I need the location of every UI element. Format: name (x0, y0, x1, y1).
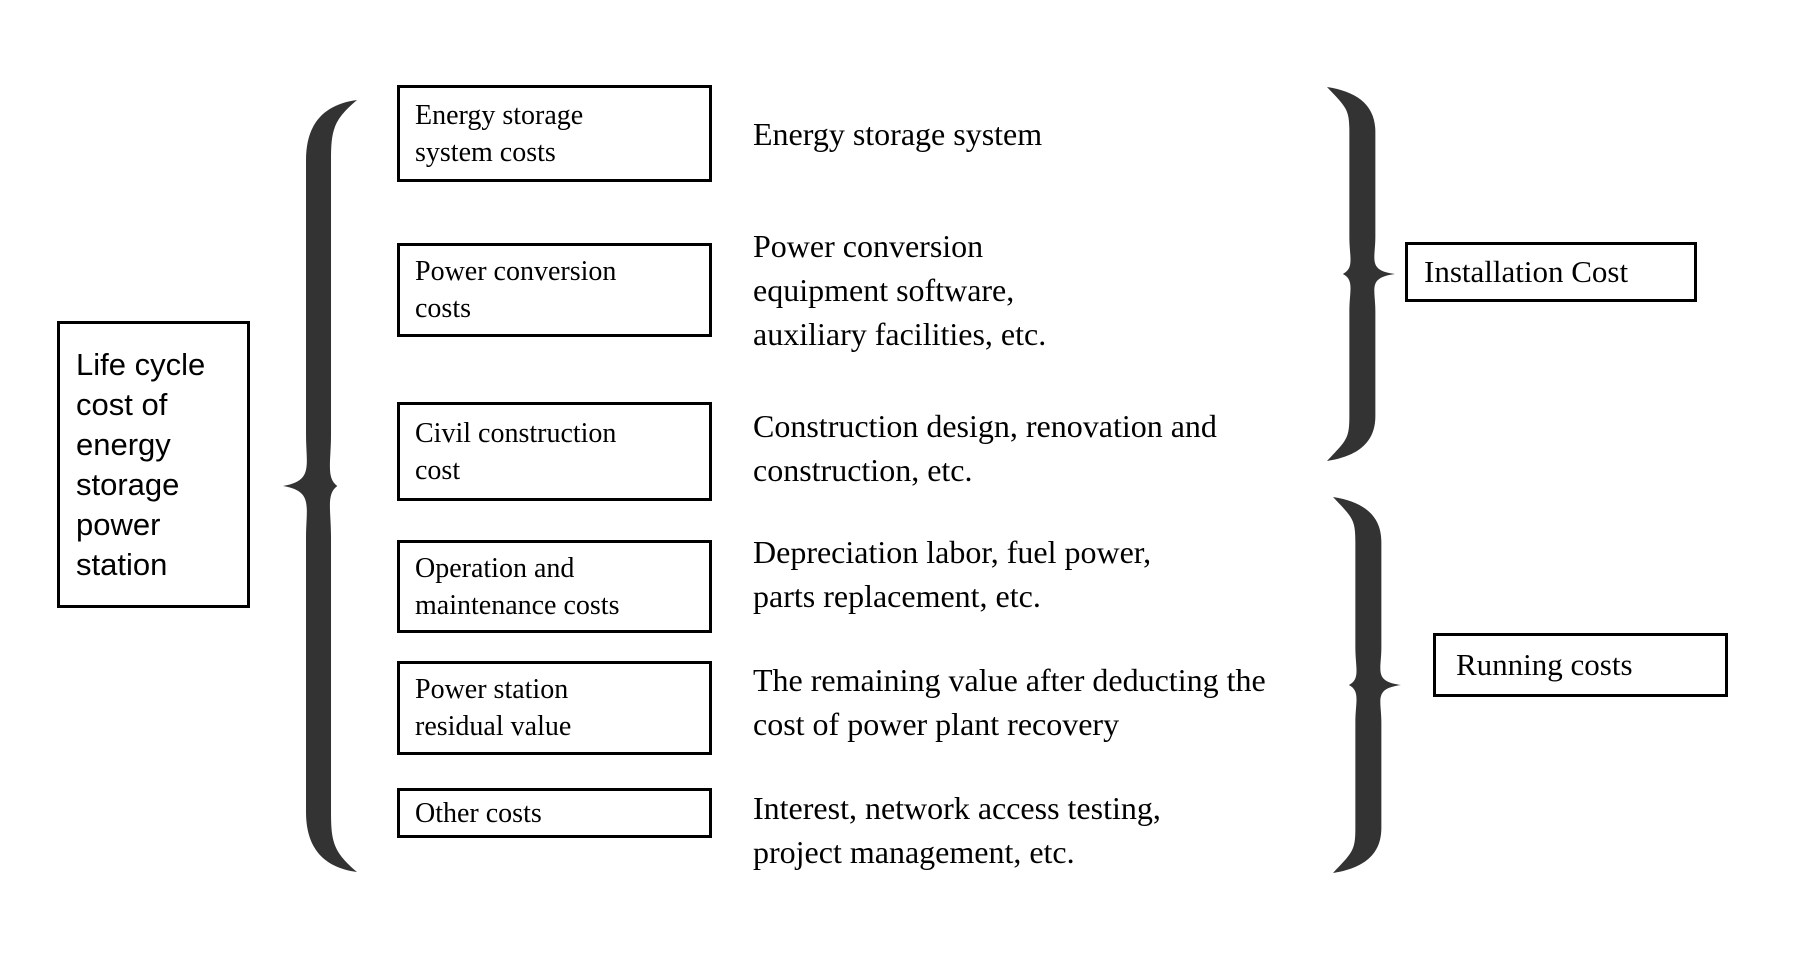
cost-item-box-operation-maintenance: Operation and maintenance costs (397, 540, 712, 633)
cost-item-box-power-conversion: Power conversion costs (397, 243, 712, 337)
cost-item-description: Interest, network access testing, projec… (753, 790, 1161, 870)
installation-cost-box: Installation Cost (1405, 242, 1697, 302)
cost-item-label: Other costs (415, 797, 542, 829)
running-costs-box: Running costs (1433, 633, 1728, 697)
cost-item-description: Depreciation labor, fuel power, parts re… (753, 534, 1152, 614)
root-node-label: Life cycle cost of energy storage power … (76, 346, 206, 582)
cost-item-label: Civil construction cost (415, 417, 617, 486)
cost-item-description: Power conversion equipment software, aux… (753, 228, 1047, 352)
cost-item-label: Power conversion costs (415, 256, 617, 324)
cost-item-label: Operation and maintenance costs (415, 552, 620, 621)
group-label: Installation Cost (1424, 254, 1629, 289)
cost-item-label: Power station residual value (415, 674, 572, 742)
cost-item-description: Construction design, renovation and cons… (753, 408, 1217, 488)
cost-item-description: Energy storage system (753, 116, 1043, 152)
cost-item-box-civil-construction: Civil construction cost (397, 402, 712, 501)
installation-cost-brace (1327, 87, 1395, 461)
root-node-box: Life cycle cost of energy storage power … (57, 321, 250, 608)
cost-item-box-residual-value: Power station residual value (397, 661, 712, 755)
left-brace (283, 100, 357, 872)
cost-item-label: Energy storage system costs (415, 99, 584, 168)
cost-item-box-energy-storage: Energy storage system costs (397, 85, 712, 182)
group-label: Running costs (1456, 647, 1633, 682)
cost-item-box-other-costs: Other costs (397, 788, 712, 838)
cost-item-description: The remaining value after deducting the … (753, 662, 1266, 742)
running-costs-brace (1333, 497, 1401, 873)
